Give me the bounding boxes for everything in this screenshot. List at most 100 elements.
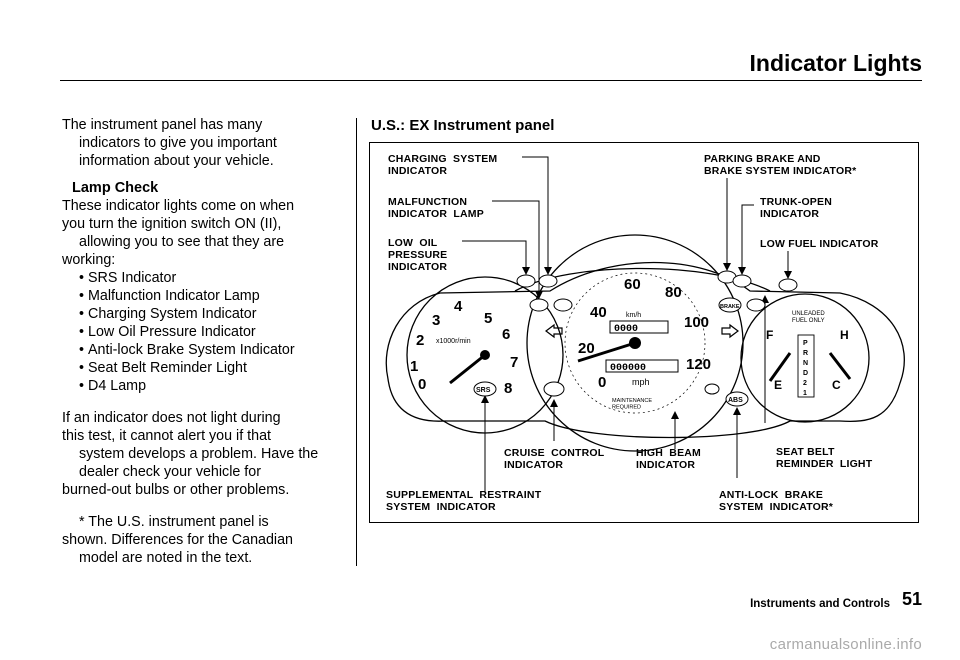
column-divider (356, 118, 357, 566)
speed-needle (577, 341, 636, 363)
warning-line: this test, it cannot alert you if that (62, 428, 272, 444)
tach-label-8: 8 (504, 380, 512, 397)
left-column: The instrument panel has many indicators… (62, 116, 354, 567)
leader-charging (522, 156, 549, 269)
lamp-check-line: working: (62, 252, 116, 268)
label-trunk-open: TRUNK-OPEN INDICATOR (760, 196, 832, 220)
speedometer-inner-ring (564, 272, 706, 414)
speed-unit: mph (632, 377, 650, 387)
fuel-full: F (766, 328, 773, 342)
speed-label-100: 100 (684, 314, 709, 331)
trip-display (609, 320, 669, 334)
lamp-check-line: you turn the ignition switch ON (II), (62, 216, 282, 232)
arrow-trunk (738, 267, 746, 275)
list-item: D4 Lamp (79, 377, 354, 395)
tach-label-2: 2 (416, 332, 424, 349)
label-high-beam: HIGH BEAM INDICATOR (636, 447, 701, 471)
figure-title: U.S.: EX Instrument panel (371, 117, 555, 134)
intro-line: indicators to give you important (79, 135, 277, 151)
speed-label-40: 40 (590, 304, 607, 321)
list-item: Malfunction Indicator Lamp (79, 287, 354, 305)
warning-line: system develops a problem. Have the (79, 446, 319, 462)
gear-n: N (803, 360, 808, 367)
gear-p: P (803, 340, 808, 347)
list-item: Low Oil Pressure Indicator (79, 323, 354, 341)
low-oil-lamp (516, 274, 536, 288)
gear-2: 2 (803, 380, 807, 387)
label-charging-system: CHARGING SYSTEM INDICATOR (388, 153, 498, 177)
gear-r: R (803, 350, 808, 357)
header-rule (60, 80, 922, 81)
arrow-low-fuel (784, 271, 792, 279)
abs-lamp (725, 391, 749, 407)
label-srs: SUPPLEMENTAL RESTRAINT SYSTEM INDICATOR (386, 489, 542, 513)
footer-section: Instruments and Controls (750, 598, 890, 610)
gear-d: D (803, 370, 808, 377)
speed-label-60: 60 (624, 276, 641, 293)
arrow-malfunction (535, 291, 543, 299)
arrow-low-oil (522, 267, 530, 275)
fuel-needle (768, 352, 792, 382)
leader-low-oil (462, 240, 527, 269)
temp-hot: H (840, 328, 849, 342)
tach-label-6: 6 (502, 326, 510, 343)
label-abs: ANTI-LOCK BRAKE SYSTEM INDICATOR* (719, 489, 834, 513)
right-turn-arrow (721, 323, 739, 339)
tach-label-1: 1 (410, 358, 418, 375)
cluster-outline (385, 261, 905, 439)
page-title: Indicator Lights (749, 50, 923, 76)
brake-icon-text: BRAKE (720, 304, 740, 310)
label-low-oil: LOW OIL PRESSURE INDICATOR (388, 237, 448, 273)
tach-unit: x1000r/min (436, 338, 471, 345)
warning-line: dealer check your vehicle for (79, 464, 261, 480)
leader-trunk (741, 204, 754, 269)
tach-label-4: 4 (454, 298, 463, 315)
gear-indicator (797, 334, 815, 398)
leader-malfunction (492, 200, 540, 293)
list-item: Seat Belt Reminder Light (79, 359, 354, 377)
charging-lamp (538, 274, 558, 288)
instrument-panel-figure: 0 1 2 3 4 5 6 7 8 x1000r/min 0 20 40 60 … (369, 142, 919, 523)
speed-label-80: 80 (665, 284, 682, 301)
footnote-line: * The U.S. instrument panel is (79, 514, 269, 530)
malfunction-lamp (529, 298, 549, 312)
arrow-charging (544, 267, 552, 275)
odometer-readout: 000000 (610, 363, 646, 374)
footnote-line: model are noted in the text. (79, 550, 253, 566)
footnote-line: shown. Differences for the Canadian (62, 532, 294, 548)
watermark: carmanualsonline.info (769, 636, 922, 653)
lamp-check-heading: Lamp Check (72, 180, 159, 196)
high-beam-lamp (704, 383, 720, 395)
low-fuel-lamp (778, 278, 798, 292)
speed-label-0: 0 (598, 374, 606, 391)
arrow-srs (481, 395, 489, 403)
tach-label-5: 5 (484, 310, 492, 327)
speed-label-20: 20 (578, 340, 595, 357)
speed-hub (629, 337, 641, 349)
arrow-high-beam (671, 411, 679, 419)
cruise-lamp (543, 381, 565, 397)
warning-line: If an indicator does not light during (62, 410, 281, 426)
headlight-lamp (553, 298, 573, 312)
label-cruise-control: CRUISE CONTROL INDICATOR (504, 447, 605, 471)
tach-label-0: 0 (418, 376, 426, 393)
gear-1: 1 (803, 390, 807, 397)
arrow-cruise (550, 399, 558, 407)
intro-line: information about your vehicle. (79, 153, 274, 169)
abs-icon-text: ABS (728, 397, 743, 404)
tach-hub (480, 350, 490, 360)
page-number: 51 (901, 589, 922, 609)
instrument-panel-drawing: 0 1 2 3 4 5 6 7 8 x1000r/min 0 20 40 60 … (385, 156, 905, 493)
label-parking-brake: PARKING BRAKE AND BRAKE SYSTEM INDICATOR… (704, 153, 857, 177)
label-seat-belt: SEAT BELT REMINDER LIGHT (776, 446, 873, 470)
lamp-check-list: SRS Indicator Malfunction Indicator Lamp… (62, 269, 354, 395)
intro-line: The instrument panel has many (62, 117, 263, 133)
label-malfunction: MALFUNCTION INDICATOR LAMP (388, 196, 484, 220)
lamp-check-line: allowing you to see that they are (79, 234, 285, 250)
trunk-lamp (732, 274, 752, 288)
left-turn-arrow (545, 323, 563, 339)
temp-needle (828, 352, 852, 380)
arrow-abs (733, 407, 741, 415)
tach-label-3: 3 (432, 312, 440, 329)
